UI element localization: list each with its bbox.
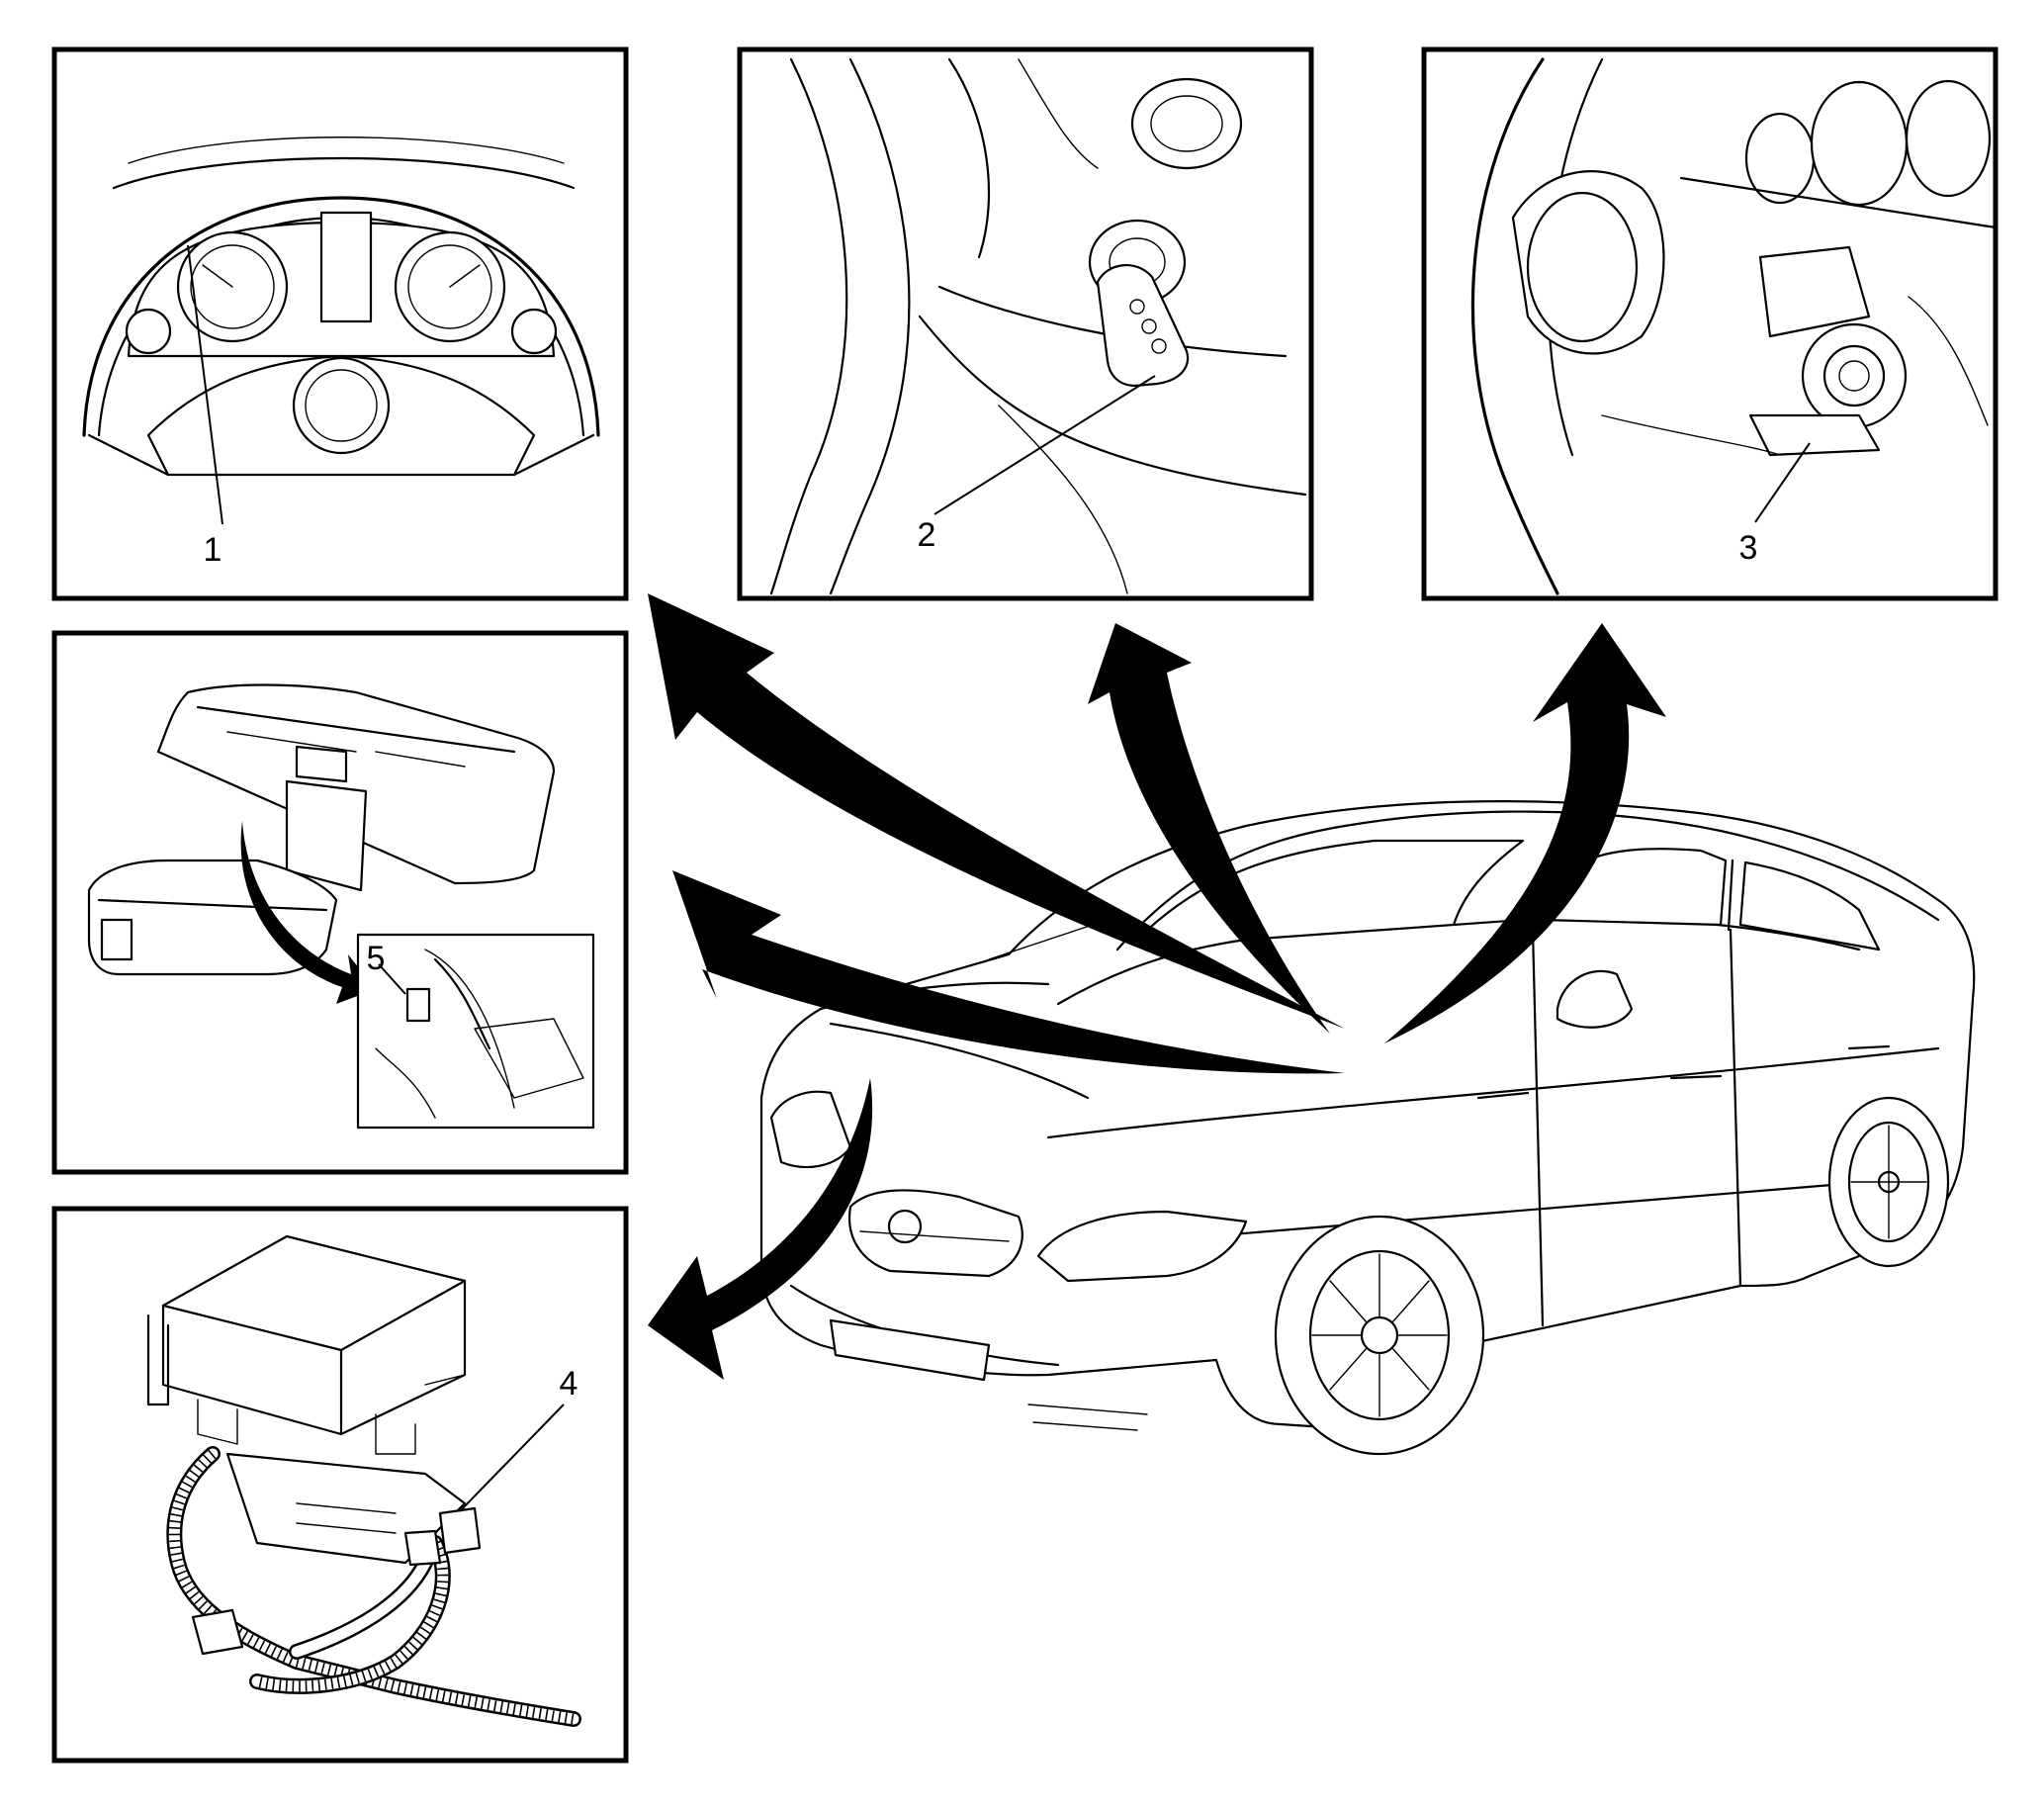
panel-instrument-panel: 5 xyxy=(51,630,629,1175)
arrow-to-panel-1 xyxy=(648,593,1345,1029)
callout-5: 5 xyxy=(367,940,386,977)
callout-2: 2 xyxy=(918,516,936,554)
panel-ignition-key: 2 xyxy=(737,46,1314,601)
arrow-to-panel-2 xyxy=(1088,623,1330,1034)
callout-4: 4 xyxy=(560,1365,578,1403)
panel-fuse-block: 4 xyxy=(51,1206,629,1764)
arrows xyxy=(648,593,1666,1380)
panel-steering-column: 3 xyxy=(1421,46,1999,601)
arrow-to-panel-5 xyxy=(672,870,1345,1074)
callout-1: 1 xyxy=(204,531,222,569)
arrow-to-panel-4 xyxy=(648,1078,873,1380)
callout-3: 3 xyxy=(1739,529,1758,567)
arrow-to-panel-3 xyxy=(1384,623,1666,1043)
vehicle-illustration xyxy=(759,800,1976,1456)
panel-instrument-cluster: 1 xyxy=(51,46,629,601)
